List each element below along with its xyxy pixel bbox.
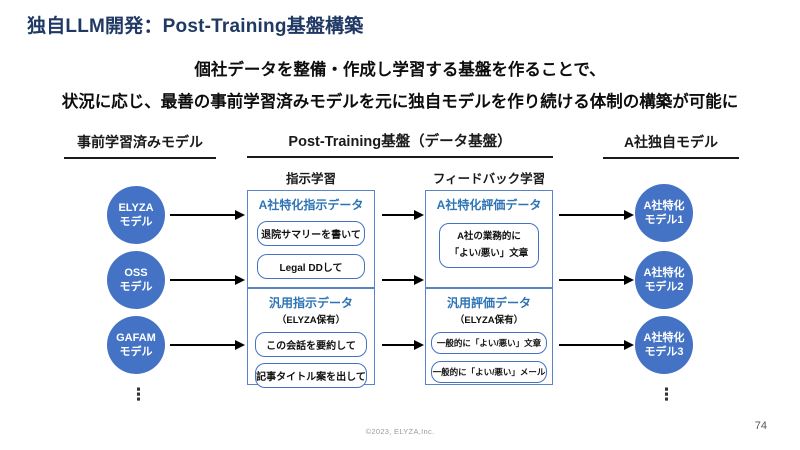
model-circle-gafam: GAFAM モデル (107, 316, 165, 374)
arrow-right-icon (170, 275, 245, 285)
model-circle-label: モデル (119, 281, 153, 293)
model-circle-label: GAFAM (116, 331, 156, 344)
model-circle-label: A社特化 (643, 266, 685, 279)
arrow-right-icon (382, 340, 424, 350)
model-circle-label: モデル (119, 216, 153, 228)
column-header-post-training-platform: Post-Training基盤（データ基盤） (247, 130, 553, 158)
box-title: 汎用評価データ (446, 296, 531, 310)
model-circle-company-a-3: A社特化 モデル3 (635, 316, 693, 374)
arrow-right-icon (559, 340, 634, 350)
box-generic-instruction-data: 汎用指示データ （ELYZA保有） この会話を要約して 記事タイトル案を出して (247, 288, 375, 388)
arrow-right-icon (559, 275, 634, 285)
model-circle-company-a-1: A社特化 モデル1 (635, 184, 693, 242)
arrow-right-icon (170, 340, 245, 350)
example-pill: A社の業務的に 「よい/悪い」文章 (439, 223, 539, 269)
example-pill-line: 「よい/悪い」文章 (449, 247, 529, 259)
model-circle-label: OSS (124, 266, 148, 279)
box-title: A社特化評価データ (436, 198, 542, 212)
model-circle-oss: OSS モデル (107, 251, 165, 309)
page-number: 74 (754, 420, 767, 432)
ellipsis-right: ⋮ (658, 385, 675, 404)
box-company-specific-instruction-data: A社特化指示データ 退院サマリーを書いて Legal DDして (247, 190, 375, 288)
box-title: 汎用指示データ (268, 296, 353, 310)
subtitle-line-1: 個社データを整備・作成し学習する基盤を作ることで、 (194, 61, 606, 79)
box-company-specific-eval-data: A社特化評価データ A社の業務的に 「よい/悪い」文章 (425, 190, 553, 288)
arrow-right-icon (382, 210, 424, 220)
example-pill: 記事タイトル案を出して (255, 363, 367, 388)
box-note: （ELYZA保有） (276, 315, 346, 326)
column-header-company-a-models: A社独自モデル (603, 132, 739, 159)
copyright-text: ©2023, ELYZA,Inc. (365, 427, 435, 436)
model-circle-label: A社特化 (643, 331, 685, 344)
model-circle-elyza: ELYZA モデル (107, 186, 165, 244)
example-pill: 一般的に「よい/悪い」文章 (431, 332, 547, 354)
model-circle-label: モデル2 (644, 281, 684, 293)
model-circle-label: モデル3 (644, 346, 684, 358)
box-note: （ELYZA保有） (454, 315, 524, 326)
box-generic-eval-data: 汎用評価データ （ELYZA保有） 一般的に「よい/悪い」文章 一般的に「よい/… (425, 288, 553, 385)
arrow-right-icon (382, 275, 424, 285)
example-pill: この会話を要約して (255, 332, 367, 357)
ellipsis-left: ⋮ (130, 385, 147, 404)
subtitle-line-2: 状況に応じ、最善の事前学習済みモデルを元に独自モデルを作り続ける体制の構築が可能… (61, 93, 739, 111)
example-pill-line: A社の業務的に (457, 231, 521, 242)
example-pill: 退院サマリーを書いて (257, 221, 365, 246)
box-title: A社特化指示データ (258, 198, 364, 212)
model-circle-label: モデル1 (644, 214, 684, 226)
subheader-instruction-learning: 指示学習 (285, 172, 336, 186)
model-circle-label: ELYZA (118, 201, 154, 214)
column-header-pretrained-models: 事前学習済みモデル (64, 132, 216, 159)
example-pill: 一般的に「よい/悪い」メール (431, 361, 547, 383)
subheader-feedback-learning: フィードバック学習 (432, 172, 546, 186)
arrow-right-icon (559, 210, 634, 220)
slide-title: 独自LLM開発：Post-Training基盤構築 (27, 16, 364, 37)
model-circle-label: A社特化 (643, 199, 685, 212)
model-circle-company-a-2: A社特化 モデル2 (635, 251, 693, 309)
arrow-right-icon (170, 210, 245, 220)
model-circle-label: モデル (119, 346, 153, 358)
example-pill: Legal DDして (257, 254, 365, 279)
